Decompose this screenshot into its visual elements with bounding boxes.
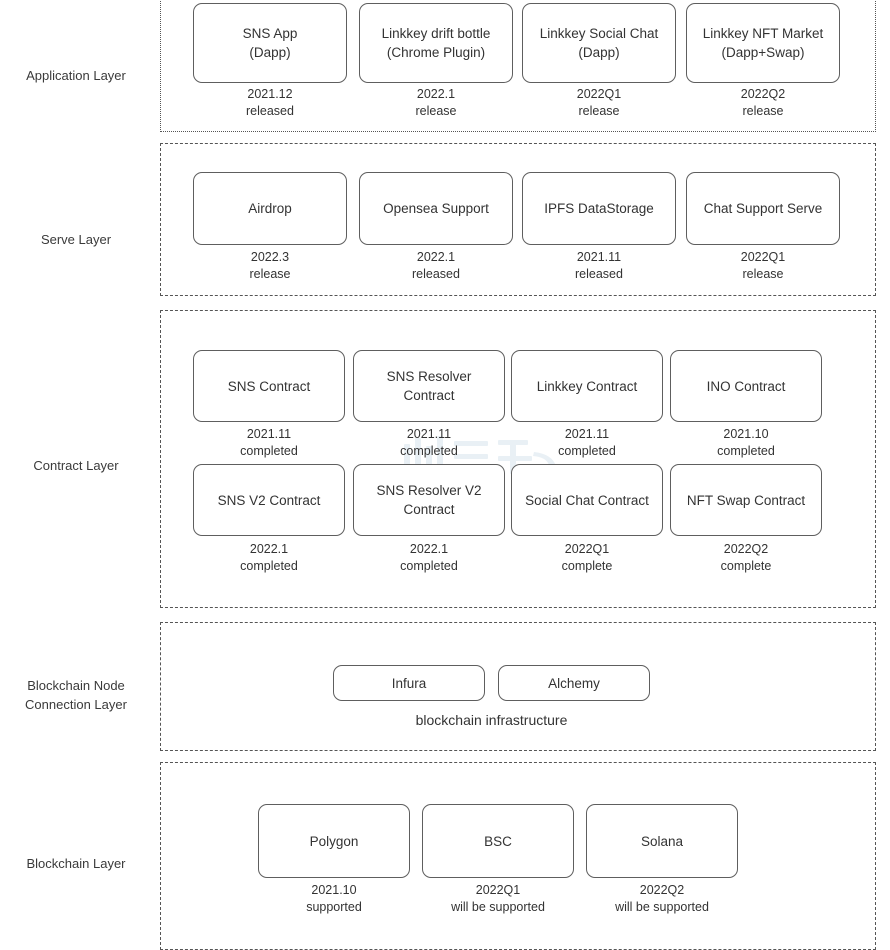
caption-linkkey-social-chat-date: 2022Q1 [576,87,622,101]
caption-social-chat-contract-status: complete [561,559,613,573]
caption-sns-resolver-v2-contract-status: completed [400,559,458,573]
node-alchemy[interactable]: Alchemy [498,665,650,701]
caption-ino-contract-status: completed [717,444,775,458]
caption-linkkey-nft-market-date: 2022Q2 [740,87,786,101]
node-bsc[interactable]: BSC [422,804,574,878]
caption-sns-v2-contract-date: 2022.1 [249,542,289,556]
node-ipfs-datastorage[interactable]: IPFS DataStorage [522,172,676,245]
layer-panel-application [160,0,876,132]
node-linkkey-nft-market[interactable]: Linkkey NFT Market (Dapp+Swap) [686,3,840,83]
node-sns-resolver-v2-contract[interactable]: SNS Resolver V2 Contract [353,464,505,536]
layer-label-blockchain-node-connection: Blockchain Node Connection Layer [25,678,127,712]
caption-sns-app-date: 2021.12 [247,87,293,101]
caption-airdrop-date: 2022.3 [250,250,290,264]
blockchain-infrastructure-label: blockchain infrastructure [415,712,568,728]
caption-solana-date: 2022Q2 [639,883,685,897]
layer-label-contract: Contract Layer [33,458,119,473]
node-linkkey-drift-bottle[interactable]: Linkkey drift bottle (Chrome Plugin) [359,3,513,83]
node-sns-contract[interactable]: SNS Contract [193,350,345,422]
node-linkkey-social-chat[interactable]: Linkkey Social Chat (Dapp) [522,3,676,83]
node-chat-support-serve[interactable]: Chat Support Serve [686,172,840,245]
node-sns-v2-contract[interactable]: SNS V2 Contract [193,464,345,536]
node-ino-contract[interactable]: INO Contract [670,350,822,422]
caption-ino-contract-date: 2021.10 [723,427,769,441]
node-social-chat-contract[interactable]: Social Chat Contract [511,464,663,536]
caption-sns-resolver-contract-date: 2021.11 [406,427,452,441]
caption-sns-resolver-v2-contract-date: 2022.1 [409,542,449,556]
node-sns-resolver-contract[interactable]: SNS Resolver Contract [353,350,505,422]
caption-bsc-date: 2022Q1 [475,883,521,897]
caption-bsc-status: will be supported [451,900,545,914]
node-solana[interactable]: Solana [586,804,738,878]
caption-sns-contract-status: completed [240,444,298,458]
caption-linkkey-contract-date: 2021.11 [564,427,610,441]
layer-panel-blockchain-node-connection [160,622,876,751]
layer-label-blockchain: Blockchain Layer [26,856,126,871]
caption-ipfs-datastorage-status: released [575,267,623,281]
caption-polygon-date: 2021.10 [311,883,357,897]
node-airdrop[interactable]: Airdrop [193,172,347,245]
caption-opensea-support-status: released [412,267,460,281]
caption-nft-swap-contract-date: 2022Q2 [723,542,769,556]
caption-nft-swap-contract-status: complete [720,559,772,573]
caption-sns-resolver-contract-status: completed [400,444,458,458]
caption-linkkey-nft-market-status: release [742,104,784,118]
caption-linkkey-drift-bottle-status: release [415,104,457,118]
caption-linkkey-drift-bottle-date: 2022.1 [416,87,456,101]
caption-airdrop-status: release [249,267,291,281]
node-opensea-support[interactable]: Opensea Support [359,172,513,245]
node-linkkey-contract[interactable]: Linkkey Contract [511,350,663,422]
caption-opensea-support-date: 2022.1 [416,250,456,264]
caption-chat-support-serve-status: release [742,267,784,281]
node-nft-swap-contract[interactable]: NFT Swap Contract [670,464,822,536]
node-sns-app[interactable]: SNS App (Dapp) [193,3,347,83]
layer-panel-serve [160,143,876,296]
caption-social-chat-contract-date: 2022Q1 [564,542,610,556]
caption-sns-contract-date: 2021.11 [246,427,292,441]
caption-solana-status: will be supported [615,900,709,914]
layer-label-application: Application Layer [26,68,126,83]
layer-label-serve: Serve Layer [40,232,112,247]
layer-panel-contract [160,310,876,608]
caption-sns-app-status: released [246,104,294,118]
caption-sns-v2-contract-status: completed [240,559,298,573]
caption-chat-support-serve-date: 2022Q1 [740,250,786,264]
node-infura[interactable]: Infura [333,665,485,701]
caption-polygon-status: supported [306,900,362,914]
caption-linkkey-contract-status: completed [558,444,616,458]
node-polygon[interactable]: Polygon [258,804,410,878]
caption-linkkey-social-chat-status: release [578,104,620,118]
caption-ipfs-datastorage-date: 2021.11 [576,250,622,264]
